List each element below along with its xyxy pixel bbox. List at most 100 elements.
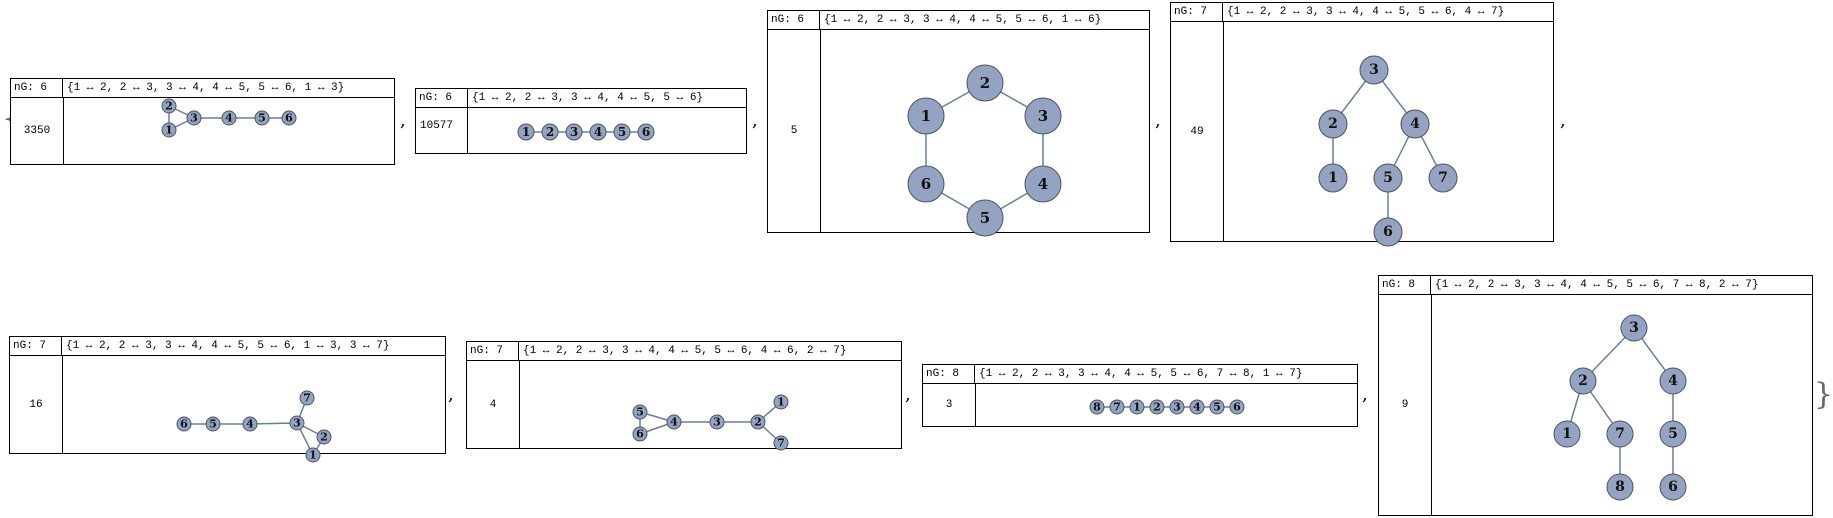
- node-circle: [1149, 399, 1165, 415]
- node-circle: [907, 165, 945, 203]
- graph-node: 2: [541, 123, 559, 141]
- node-label: 2: [320, 431, 328, 444]
- node-label: 1: [1562, 426, 1572, 442]
- cell-header: nG: 8 {1 ↔ 2, 2 ↔ 3, 3 ↔ 4, 4 ↔ 5, 5 ↔ 6…: [1379, 276, 1812, 295]
- separator: ,: [400, 110, 406, 131]
- graph-cell: nG: 7 {1 ↔ 2, 2 ↔ 3, 3 ↔ 4, 4 ↔ 5, 5 ↔ 6…: [1170, 2, 1554, 247]
- node-circle: [299, 390, 315, 406]
- node-label: 7: [303, 392, 311, 405]
- multiplicity-count: 4: [467, 361, 520, 448]
- graph-node: 4: [242, 416, 258, 432]
- node-label: 2: [980, 74, 990, 92]
- graph-cell: nG: 7 {1 ↔ 2, 2 ↔ 3, 3 ↔ 4, 4 ↔ 5, 5 ↔ 6…: [9, 336, 446, 463]
- node-label: 8: [1615, 479, 1625, 495]
- multiplicity-count: 16: [10, 356, 63, 453]
- node-label: 7: [1615, 426, 1625, 442]
- multiplicity-count: 5: [768, 30, 821, 232]
- edge-list: {1 ↔ 2, 2 ↔ 3, 3 ↔ 4, 4 ↔ 5, 5 ↔ 6, 1 ↔ …: [66, 340, 390, 352]
- graph-node: 3: [1024, 97, 1062, 135]
- graph-node: 1: [907, 97, 945, 135]
- graph-node: 6: [907, 165, 945, 203]
- node-circle: [1373, 163, 1403, 193]
- edge-list: {1 ↔ 2, 2 ↔ 3, 3 ↔ 4, 4 ↔ 5, 5 ↔ 6, 4 ↔ …: [523, 345, 847, 357]
- node-circle: [242, 416, 258, 432]
- graph-node: 6: [176, 416, 192, 432]
- node-circle: [1620, 314, 1648, 342]
- graph-node: 4: [1189, 399, 1205, 415]
- graph-node: 1: [773, 394, 789, 410]
- vertex-count-label: nG: 6: [11, 79, 63, 97]
- node-label: 2: [1328, 116, 1338, 132]
- node-label: 1: [777, 396, 785, 409]
- node-circle: [613, 123, 631, 141]
- multiplicity-count: 3: [923, 384, 976, 426]
- node-label: 7: [1113, 401, 1121, 414]
- node-circle: [161, 122, 177, 138]
- node-label: 5: [636, 406, 644, 419]
- cell-header: nG: 6 {1 ↔ 2, 2 ↔ 3, 3 ↔ 4, 4 ↔ 5, 5 ↔ 6…: [768, 11, 1149, 30]
- graph-cell: nG: 8 {1 ↔ 2, 2 ↔ 3, 3 ↔ 4, 4 ↔ 5, 5 ↔ 6…: [922, 364, 1358, 427]
- vertex-count-label: nG: 6: [768, 11, 820, 29]
- graph-node: 1: [161, 122, 177, 138]
- node-label: 1: [522, 125, 530, 139]
- node-label: 3: [293, 417, 301, 430]
- graph-node: 2: [316, 429, 332, 445]
- node-label: 2: [1153, 401, 1161, 414]
- node-circle: [161, 98, 177, 114]
- separator: ,: [1362, 384, 1368, 405]
- node-label: 3: [570, 125, 578, 139]
- node-label: 6: [285, 112, 293, 125]
- node-circle: [289, 415, 305, 431]
- edge-list: {1 ↔ 2, 2 ↔ 3, 3 ↔ 4, 4 ↔ 5, 5 ↔ 6}: [472, 92, 704, 104]
- node-circle: [1659, 420, 1687, 448]
- graph-node: 3: [1169, 399, 1185, 415]
- node-label: 1: [165, 124, 173, 137]
- node-circle: [1659, 367, 1687, 395]
- node-circle: [281, 110, 297, 126]
- graph-cell: nG: 6 {1 ↔ 2, 2 ↔ 3, 3 ↔ 4, 4 ↔ 5, 5 ↔ 6…: [10, 78, 395, 165]
- node-label: 4: [670, 416, 678, 429]
- node-circle: [205, 416, 221, 432]
- graph-node: 4: [1400, 109, 1430, 139]
- graph-cell: nG: 7 {1 ↔ 2, 2 ↔ 3, 3 ↔ 4, 4 ↔ 5, 5 ↔ 6…: [466, 341, 902, 451]
- edge-list: {1 ↔ 2, 2 ↔ 3, 3 ↔ 4, 4 ↔ 5, 5 ↔ 6, 4 ↔ …: [1227, 6, 1505, 18]
- node-circle: [1569, 367, 1597, 395]
- separator: ,: [1560, 110, 1566, 131]
- graph-node: 2: [1149, 399, 1165, 415]
- node-circle: [907, 97, 945, 135]
- node-label: 6: [642, 125, 650, 139]
- node-circle: [637, 123, 655, 141]
- graph-node: 4: [589, 123, 607, 141]
- node-label: 5: [1383, 170, 1393, 186]
- graph-node: 6: [632, 426, 648, 442]
- node-circle: [773, 394, 789, 410]
- graph-node: 3: [709, 414, 725, 430]
- node-circle: [565, 123, 583, 141]
- vertex-count-label: nG: 7: [467, 342, 519, 360]
- graph-cell: nG: 6 {1 ↔ 2, 2 ↔ 3, 3 ↔ 4, 4 ↔ 5, 5 ↔ 6…: [767, 10, 1150, 237]
- node-circle: [517, 123, 535, 141]
- graph-node: 5: [1209, 399, 1225, 415]
- node-circle: [1209, 399, 1225, 415]
- node-circle: [709, 414, 725, 430]
- graph-node: 6: [1373, 217, 1403, 247]
- separator: ,: [752, 110, 758, 131]
- node-circle: [1189, 399, 1205, 415]
- graph-node: 6: [1659, 473, 1687, 501]
- node-circle: [966, 64, 1004, 102]
- cell-header: nG: 7 {1 ↔ 2, 2 ↔ 3, 3 ↔ 4, 4 ↔ 5, 5 ↔ 6…: [10, 337, 445, 356]
- node-label: 5: [1668, 426, 1678, 442]
- node-circle: [750, 414, 766, 430]
- graph-node: 2: [161, 98, 177, 114]
- graph-node: 7: [299, 390, 315, 406]
